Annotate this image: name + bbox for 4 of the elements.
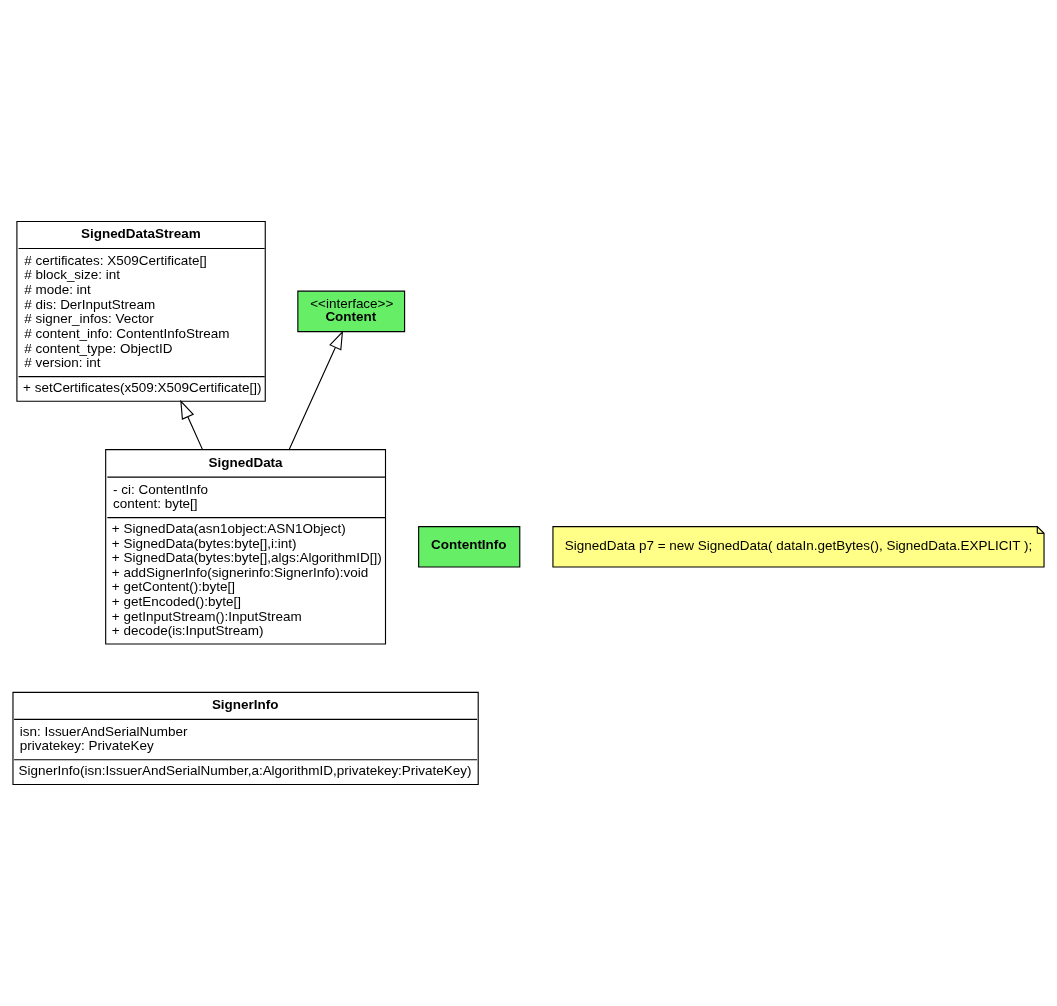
arrow — [180, 399, 203, 450]
node-box: <<interface>> Content — [297, 290, 406, 333]
arrow — [288, 330, 344, 450]
node-box: ContentInfo — [418, 526, 521, 568]
